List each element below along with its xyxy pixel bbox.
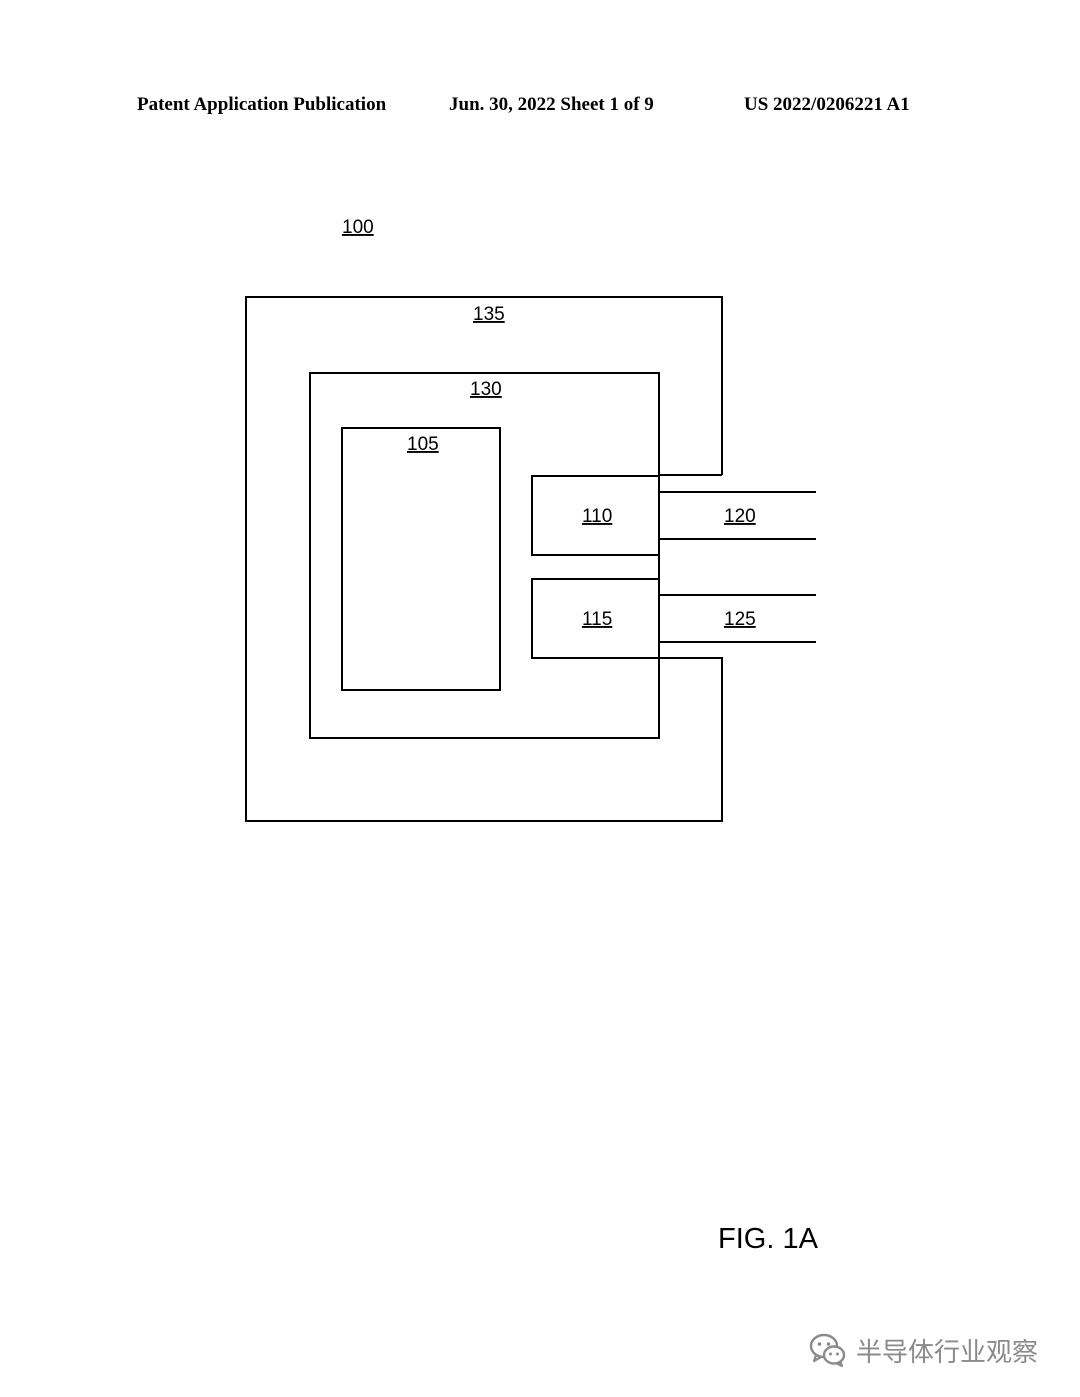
wechat-icon xyxy=(809,1333,846,1368)
page-header: Patent Application Publication Jun. 30, … xyxy=(0,94,1080,122)
ref-label-105: 105 xyxy=(407,434,439,455)
outer-enclosure xyxy=(245,296,723,822)
ref-label-125: 125 xyxy=(724,609,756,630)
ref-label-135: 135 xyxy=(473,304,505,325)
publication-date-sheet: Jun. 30, 2022 Sheet 1 of 9 xyxy=(449,94,654,115)
watermark: 半导体行业观察 xyxy=(808,1330,1038,1370)
ref-label-120: 120 xyxy=(724,506,756,527)
ref-label-100: 100 xyxy=(342,217,374,238)
ref-label-115: 115 xyxy=(582,609,612,630)
ref-label-130: 130 xyxy=(470,379,502,400)
port-block-bottom xyxy=(531,578,660,659)
figure-label: FIG. 1A xyxy=(718,1223,819,1255)
publication-title: Patent Application Publication xyxy=(137,94,387,115)
port-block-top xyxy=(531,475,660,556)
ref-label-110: 110 xyxy=(582,506,612,527)
watermark-text: 半导体行业观察 xyxy=(856,1337,1039,1368)
inner-block xyxy=(341,427,501,691)
publication-number: US 2022/0206221 A1 xyxy=(744,94,910,115)
